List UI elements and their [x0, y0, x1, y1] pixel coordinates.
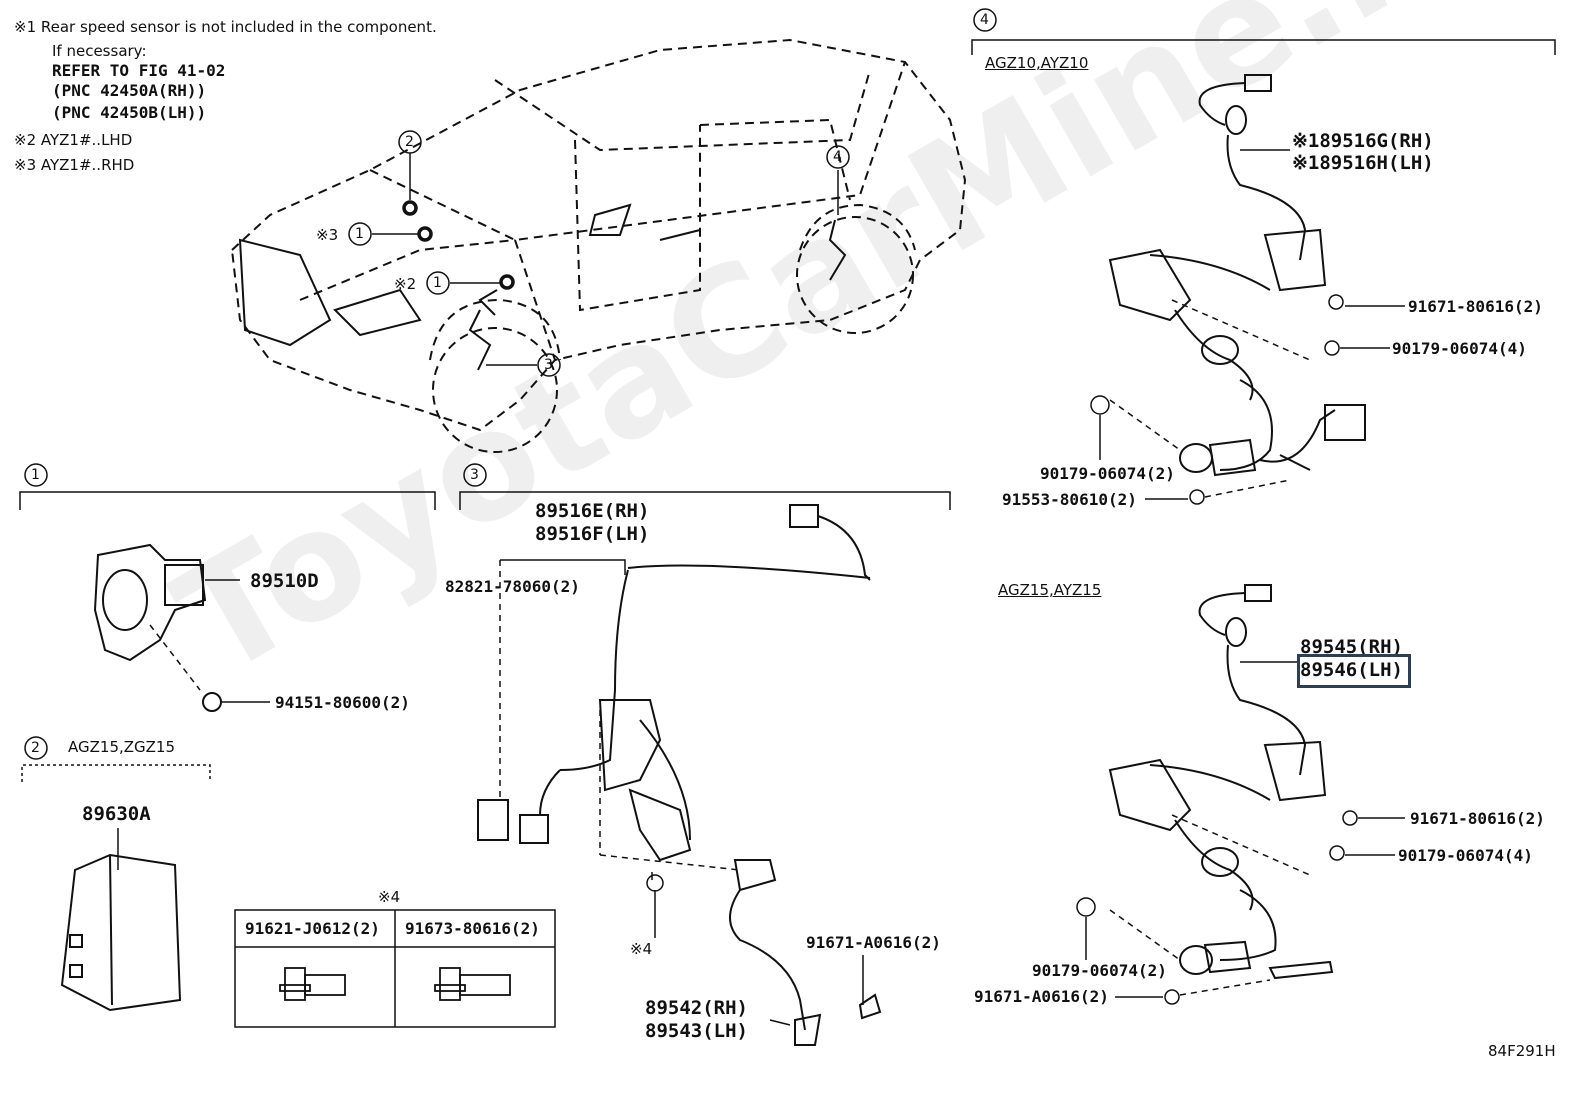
car-callout-1b: 1 — [433, 275, 442, 291]
note-2: ※2 AYZ1#..LHD — [14, 131, 133, 149]
figure-id: 84F291H — [1488, 1042, 1556, 1060]
section2-number: 2 — [31, 740, 40, 756]
part-90179-06074-2-top[interactable]: 90179-06074(2) — [1040, 464, 1175, 483]
bolt-table-frame — [234, 909, 556, 1028]
part-82821-78060[interactable]: 82821-78060(2) — [445, 577, 580, 596]
part-91621-J0612[interactable]: 91621-J0612(2) — [245, 919, 380, 938]
part-94151-80600[interactable]: 94151-80600(2) — [275, 693, 410, 712]
car-callout-3: 3 — [544, 357, 553, 373]
car-callout-circles — [348, 130, 850, 377]
part-highlight-box — [1297, 654, 1411, 688]
section4-bottom-model: AGZ15,AYZ15 — [998, 581, 1102, 599]
part-89516G[interactable]: ※189516G(RH) — [1292, 130, 1434, 152]
part-89543[interactable]: 89543(LH) — [645, 1020, 748, 1042]
section2-ecu-drawing — [60, 828, 182, 1012]
car-callout-x2: ※2 — [394, 275, 417, 293]
bolt-table-title: ※4 — [378, 888, 401, 906]
part-91671-A0616-rear[interactable]: 91671-A0616(2) — [974, 987, 1109, 1006]
part-91553-80610[interactable]: 91553-80610(2) — [1002, 490, 1137, 509]
section1-number: 1 — [31, 467, 40, 483]
car-illustration — [230, 38, 967, 453]
section4-top-model: AGZ10,AYZ10 — [985, 54, 1089, 72]
section3-rear-sensor — [729, 859, 882, 1046]
note-ref-lh: (PNC 42450B(LH)) — [52, 103, 207, 122]
section-header-lines — [19, 8, 1556, 782]
part-89630A[interactable]: 89630A — [82, 803, 151, 825]
car-solid-details — [238, 200, 847, 371]
part-89546[interactable]: 89546(LH) — [1300, 659, 1403, 681]
part-89516H[interactable]: ※189516H(LH) — [1292, 152, 1434, 174]
note-1-subtitle: If necessary: — [52, 42, 147, 60]
section4-top-harness — [1108, 74, 1366, 477]
part-89516E[interactable]: 89516E(RH) — [535, 500, 650, 522]
car-callout-2: 2 — [405, 134, 414, 150]
car-callout-1a: 1 — [355, 226, 364, 242]
note-ref-rh: (PNC 42450A(RH)) — [52, 81, 207, 100]
part-89516F[interactable]: 89516F(LH) — [535, 523, 650, 545]
part-90179-06074-4-top[interactable]: 90179-06074(4) — [1392, 339, 1527, 358]
section3-leaders — [499, 559, 864, 1026]
part-89510D[interactable]: 89510D — [250, 570, 319, 592]
section4-bottom-harness — [1108, 584, 1334, 980]
part-90179-06074-4-bottom[interactable]: 90179-06074(4) — [1398, 846, 1533, 865]
section4-top-leaders — [1090, 149, 1405, 505]
section3-harness-drawing — [477, 504, 871, 862]
part-91671-A0616-front[interactable]: 91671-A0616(2) — [806, 933, 941, 952]
note-ref-fig: REFER TO FIG 41-02 — [52, 61, 226, 80]
part-91671-80616-top[interactable]: 91671-80616(2) — [1408, 297, 1543, 316]
bolt-table-bolts — [279, 967, 511, 1001]
car-callout-4: 4 — [833, 149, 842, 165]
part-91673-80616[interactable]: 91673-80616(2) — [405, 919, 540, 938]
section3-number: 3 — [470, 467, 479, 483]
section2-model: AGZ15,ZGZ15 — [68, 738, 176, 756]
section3-note-x4: ※4 — [630, 940, 653, 958]
note-1: ※1 Rear speed sensor is not included in … — [14, 18, 437, 36]
section1-sensor-drawing — [93, 543, 270, 712]
section4-number: 4 — [980, 12, 989, 28]
part-91671-80616-bottom[interactable]: 91671-80616(2) — [1410, 809, 1545, 828]
car-callout-x3: ※3 — [316, 226, 339, 244]
part-90179-06074-2-bottom[interactable]: 90179-06074(2) — [1032, 961, 1167, 980]
section4-bottom-leaders — [1076, 661, 1405, 1005]
part-89545[interactable]: 89545(RH) — [1300, 636, 1403, 658]
car-callout-leaders — [372, 153, 839, 366]
note-3: ※3 AYZ1#..RHD — [14, 156, 135, 174]
part-89542[interactable]: 89542(RH) — [645, 997, 748, 1019]
